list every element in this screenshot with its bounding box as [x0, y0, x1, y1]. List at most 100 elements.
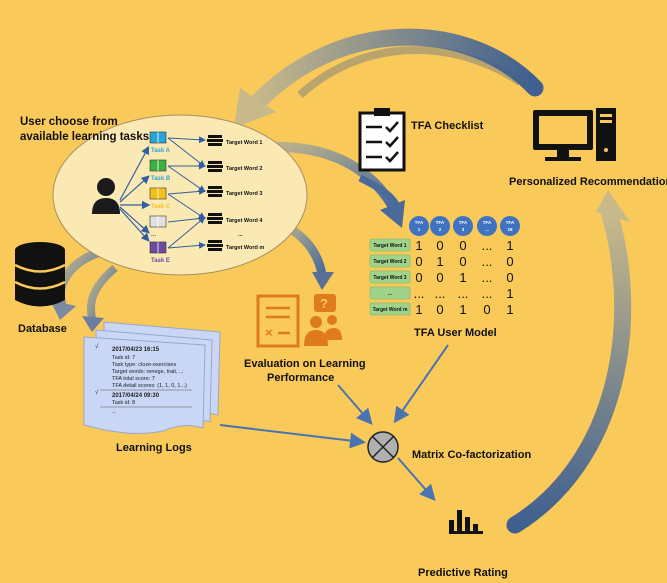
tfa-cell: 1	[415, 238, 422, 253]
log-check-mark: √	[95, 343, 99, 350]
tfa-cell: 1	[436, 254, 443, 269]
tfa-header-top: TFA	[415, 220, 424, 225]
log-check-mark: √	[95, 389, 99, 396]
tfa-cell: 0	[436, 270, 443, 285]
log-line: 2017/04/23 16:15	[112, 347, 160, 353]
bar-chart-icon	[449, 510, 483, 534]
word-stack-icon	[207, 213, 223, 224]
tfa-user-model-label: TFA User Model	[414, 327, 497, 339]
log-line: Target words: renege, trait, ...	[112, 369, 184, 375]
flow-arrows	[219, 344, 449, 502]
user-icon	[92, 178, 120, 214]
tfa-header-bottom: ...	[485, 227, 489, 232]
tfa-row-label: ...	[388, 291, 393, 297]
right-feedback-arrow	[506, 190, 632, 534]
tfa-header-top: TFA	[459, 220, 468, 225]
learning-logs-sheets	[83, 321, 221, 434]
tfa-cell: ...	[482, 254, 493, 269]
tfa-cell: ...	[482, 238, 493, 253]
tfa-header-bottom: 1	[418, 227, 421, 232]
task-word-link	[167, 187, 206, 195]
predictive-rating-label: Predictive Rating	[418, 567, 508, 579]
word-stack-icon	[207, 240, 223, 251]
tfa-cell: 1	[506, 302, 513, 317]
tfa-header-bottom: 2	[439, 227, 442, 232]
word-stack-icon	[207, 186, 223, 197]
log-line: ...	[112, 409, 117, 415]
tfa-row: ...............1	[369, 286, 514, 301]
database-label: Database	[18, 323, 67, 335]
tfa-cell: ...	[414, 286, 425, 301]
tfa-cell: ...	[482, 286, 493, 301]
task-book-icon	[149, 131, 167, 144]
tfa-cell: 0	[459, 238, 466, 253]
user-task-links	[119, 145, 151, 242]
target-word-label: Target Word 4	[226, 218, 263, 224]
tfa-header-circle: TFA 2	[430, 216, 450, 236]
tfa-cell: 1	[506, 286, 513, 301]
tfa-header-top: TFA	[436, 220, 445, 225]
log-line: Task id: 7	[112, 355, 135, 361]
task-word-link	[167, 193, 206, 220]
tfa-header-circle: TFA 3	[453, 216, 473, 236]
task-word-link	[167, 216, 206, 249]
svg-text:×: ×	[265, 325, 273, 340]
tfa-row-label: Target Word 3	[373, 275, 406, 281]
tfa-cell: 0	[415, 270, 422, 285]
tfa-cell: 0	[436, 302, 443, 317]
tfa-cell: 1	[459, 270, 466, 285]
tfa-cell: 0	[459, 254, 466, 269]
task-word-link	[167, 136, 206, 144]
tfa-cell: ...	[458, 286, 469, 301]
tfa-header-top: TFA	[483, 220, 492, 225]
target-word-label: Target Word 2	[226, 166, 262, 172]
task-word-link	[167, 241, 206, 249]
checklist-icon	[358, 108, 406, 172]
personalized-recommendation-label: Personalized Recommendation	[509, 176, 667, 188]
log-line: TFA detail scores: (1, 1, 0, 1...)	[112, 383, 187, 389]
tfa-cell: ...	[482, 270, 493, 285]
target-word-label: Target Word m	[226, 245, 264, 251]
task-label: Task C	[151, 204, 171, 210]
evaluation-label-line2: Performance	[267, 372, 334, 384]
task-list: Task A Task B Task C... Task E	[149, 131, 171, 264]
task-book-icon	[149, 159, 167, 172]
evaluation-icon: × ?	[256, 294, 342, 348]
task-book-icon	[149, 187, 167, 200]
checklist-to-tfa-arrow	[358, 174, 402, 210]
tfa-header-bottom: 3	[462, 227, 465, 232]
task-label: Task B	[151, 176, 171, 182]
task-book-icon	[149, 215, 167, 228]
database-icon	[14, 242, 66, 307]
ellipse-to-logs-arrow	[82, 264, 118, 332]
task-word-link	[167, 137, 206, 168]
tfa-header-circle: TFA 1	[409, 216, 429, 236]
user-choose-label-line2: available learning tasks	[20, 131, 149, 143]
tfa-cell: 0	[436, 238, 443, 253]
task-label: Task A	[151, 148, 171, 154]
log-line: TFA total score: 7	[112, 376, 155, 382]
target-word-label: ...	[238, 232, 243, 238]
task-label: Task E	[151, 258, 170, 264]
matrix-cofactorization-label: Matrix Co-factorization	[412, 449, 531, 461]
task-label: ...	[151, 232, 156, 238]
tfa-row-label: Target Word m	[373, 307, 408, 313]
word-stack-icon	[207, 161, 223, 172]
tfa-cell: 1	[415, 302, 422, 317]
tfa-checklist-label: TFA Checklist	[411, 120, 484, 132]
word-stack-icon	[207, 135, 223, 146]
target-word-label: Target Word 3	[226, 191, 262, 197]
task-selection-ellipse	[52, 114, 308, 276]
tfa-row-label: Target Word 1	[373, 243, 406, 249]
tfa-cell: 0	[506, 270, 513, 285]
